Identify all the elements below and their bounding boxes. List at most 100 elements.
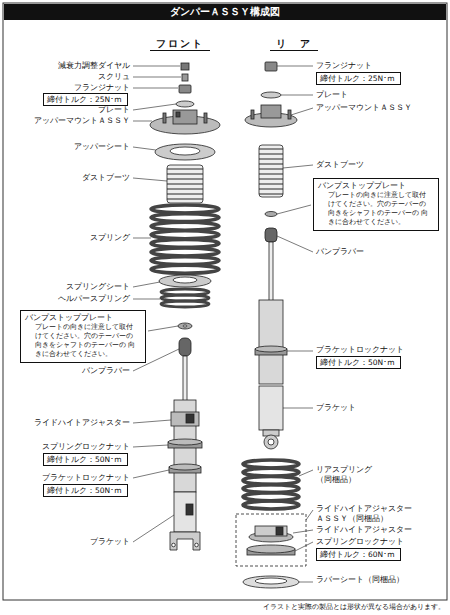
part-label: スプリングロックナット [42,442,130,452]
leader-line [133,420,171,423]
box-heading: 締付トルク：60N･m [320,550,394,559]
spring-lock-nut [247,545,295,555]
leader-line [293,530,313,533]
bracket-lock-nut [255,346,287,355]
leader-line [277,205,311,214]
spring [151,205,219,307]
upper-seat [155,144,215,160]
leader-line [133,88,178,89]
leader-line [133,282,160,287]
bracket-lock-nut [169,464,201,473]
spring-seat [173,277,197,283]
part-label: ラバーシート（同梱品） [316,575,404,585]
upper-mount [150,110,220,134]
leader-line [133,445,168,447]
spring [161,301,209,307]
part-label: ヘルパースプリング [58,294,130,304]
spring [151,257,219,265]
part-label: フランジナット [316,61,372,71]
leader-line [287,351,313,352]
upper-seat [155,144,215,160]
dust-boot [259,145,283,197]
box-heading: 締付トルク：50N･m [47,486,121,495]
spring-lock-nut [247,545,295,553]
bump-stop-plate [178,323,192,329]
damper-body [259,300,283,384]
part-label: ダストブーツ [316,160,364,170]
bracket-lock-nut [169,464,201,470]
rubber-sheet [255,578,287,584]
leader-line [133,77,181,78]
damping-dial [181,63,189,70]
box-note: プレートの向きに注意して取付 けてください。穴のテーパーの 向きをシャフトのテー… [328,191,430,227]
spring-seat [159,275,211,287]
upper-mount [261,105,281,118]
part-label: アッパーシート [74,142,130,152]
ride-height-adjuster [171,412,199,426]
part-label: プレート [98,105,130,115]
leader-line [281,95,313,96]
leader-line [133,104,176,110]
torque-box: 締付トルク：50N･m [316,356,401,369]
part-label: スプリングロックナット [316,537,404,547]
upper-mount [251,110,254,119]
box-heading: 締付トルク：25N･m [47,95,121,104]
bracket [172,543,176,547]
part-label: 減衰力調整ダイヤル [58,61,130,71]
bump-rubber [265,228,277,242]
part-label: プレート [316,90,348,100]
part-label: ライドハイトアジャスター [316,525,412,535]
part-label: ブラケット [90,537,130,547]
damper-body [259,300,283,384]
upper-seat [170,147,200,155]
rear-spring [243,501,299,509]
leader-line [299,470,313,476]
leader-line [306,510,313,520]
box-heading: 締付トルク：50N･m [320,358,394,367]
leader-line [133,238,151,239]
bump-stop-plate [183,325,187,327]
bracket [259,386,283,430]
part-label: スプリングシート [66,282,130,292]
upper-mount [245,105,297,127]
part-label: ライドハイトアジャスター ＡＳＳＹ（同梱品） [316,504,416,524]
leader-line [295,542,313,551]
plate [261,92,281,98]
torque-box: 締付トルク：50N･m [43,453,128,466]
plate [176,101,194,107]
ride-height-adjuster [186,414,194,423]
part-label: ブラケットロックナット [316,345,404,355]
leader-line [133,121,152,122]
part-label: ライドハイトアジャスター [34,418,130,428]
part-label: バンプラバー [82,366,130,376]
part-label: スクリュ [98,72,130,82]
bump-stop-plate [178,323,192,329]
screw [182,74,188,81]
torque-box: 締付トルク：25N･m [43,93,128,106]
bump-rubber [179,338,191,356]
rear-spring [243,460,299,509]
leader-line [133,147,156,150]
part-label: ブラケットロックナット [42,473,130,483]
bracket [259,386,283,449]
part-label: ブラケット [316,403,356,413]
leader-line [133,66,180,67]
leader-line [283,408,313,409]
torque-box: 締付トルク：60N･m [316,548,401,561]
ride-height-adjuster [171,412,199,426]
part-label: ダストブーツ [82,173,130,183]
bracket [264,435,278,449]
torque-box: 締付トルク：50N･m [43,484,128,497]
leader-line [133,470,169,478]
title-bar: ダンパーＡＳＳＹ構成図 [4,4,446,20]
box-heading: バンプストッププレート [25,313,139,322]
leader-line [148,326,178,331]
part-label: フランジナット [74,83,130,93]
leader-line [283,165,313,168]
leader-line [299,582,313,583]
spring-lock-nut [168,439,202,445]
spring-lock-nut [168,439,202,448]
upper-mount [173,110,197,124]
shaft [183,356,187,402]
